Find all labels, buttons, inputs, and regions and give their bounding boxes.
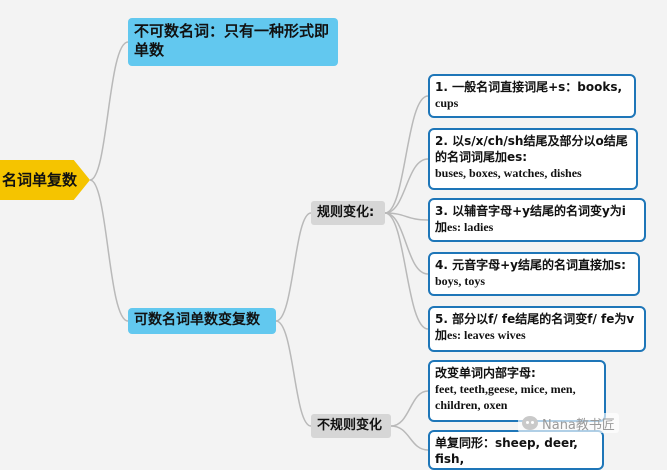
rule-text: 4. 元音字母+y结尾的名词直接加s: <box>435 258 626 272</box>
regular-rule-3[interactable]: 3. 以辅音字母+y结尾的名词变y为i 加es: ladies <box>428 198 646 242</box>
irregular-rule-1[interactable]: 改变单词内部字母: feet, teeth,geese, mice, men, … <box>428 360 606 422</box>
rule-text: 5. 部分以f/ fe结尾的名词变f/ fe为v <box>435 312 635 326</box>
wechat-icon <box>522 416 538 430</box>
irregular-node[interactable]: 不规则变化 <box>311 414 391 438</box>
rule-example: boys, toys <box>435 274 486 288</box>
regular-rule-5[interactable]: 5. 部分以f/ fe结尾的名词变f/ fe为v 加es: leaves wiv… <box>428 306 646 352</box>
link-countable-regular <box>275 212 312 322</box>
regular-node[interactable]: 规则变化: <box>311 201 385 225</box>
rule-text: 1. 一般名词直接词尾+s：books, <box>435 80 623 94</box>
link-root-countable <box>89 179 129 322</box>
uncountable-label: 不可数名词：只有一种形式即单数 <box>134 22 330 59</box>
root-label: 名词单复数 <box>2 170 78 189</box>
rule-example: 加es: leaves wives <box>435 328 526 342</box>
regular-rule-2[interactable]: 2. 以s/x/ch/sh结尾及部分以o结尾的名词词尾加es: buses, b… <box>428 128 638 190</box>
link-regular-r5 <box>384 212 429 330</box>
link-regular-r4 <box>384 212 429 275</box>
uncountable-node[interactable]: 不可数名词：只有一种形式即单数 <box>128 18 338 66</box>
link-regular-r1 <box>384 95 429 214</box>
irregular-label: 不规则变化 <box>317 418 383 433</box>
rule-text: 单复同形：sheep, deer, fish, <box>435 436 578 466</box>
regular-rule-4[interactable]: 4. 元音字母+y结尾的名词直接加s: boys, toys <box>428 252 640 296</box>
irregular-rule-2[interactable]: 单复同形：sheep, deer, fish, <box>428 430 604 470</box>
regular-label: 规则变化: <box>317 205 375 220</box>
link-irregular-i1 <box>390 390 429 427</box>
link-root-uncountable <box>89 41 129 181</box>
link-countable-irregular <box>275 320 312 427</box>
rule-example: feet, teeth,geese, mice, men, children, … <box>435 382 576 412</box>
link-irregular-i2 <box>390 425 429 451</box>
rule-example: 加es: ladies <box>435 220 494 234</box>
rule-example: cups <box>435 96 459 110</box>
root-node[interactable]: 名词单复数 <box>0 160 90 200</box>
link-regular-r2 <box>384 158 429 214</box>
countable-node[interactable]: 可数名词单数变复数 <box>128 308 276 334</box>
rule-text: 改变单词内部字母: <box>435 366 536 380</box>
watermark: Nana教书匠 <box>518 413 619 433</box>
link-regular-r3 <box>384 212 429 221</box>
regular-rule-1[interactable]: 1. 一般名词直接词尾+s：books, cups <box>428 74 636 118</box>
rule-example: buses, boxes, watches, dishes <box>435 166 582 180</box>
watermark-text: Nana教书匠 <box>542 417 615 433</box>
countable-label: 可数名词单数变复数 <box>134 312 260 328</box>
rule-text: 3. 以辅音字母+y结尾的名词变y为i <box>435 204 626 218</box>
rule-text: 2. 以s/x/ch/sh结尾及部分以o结尾的名词词尾加es: <box>435 134 628 164</box>
